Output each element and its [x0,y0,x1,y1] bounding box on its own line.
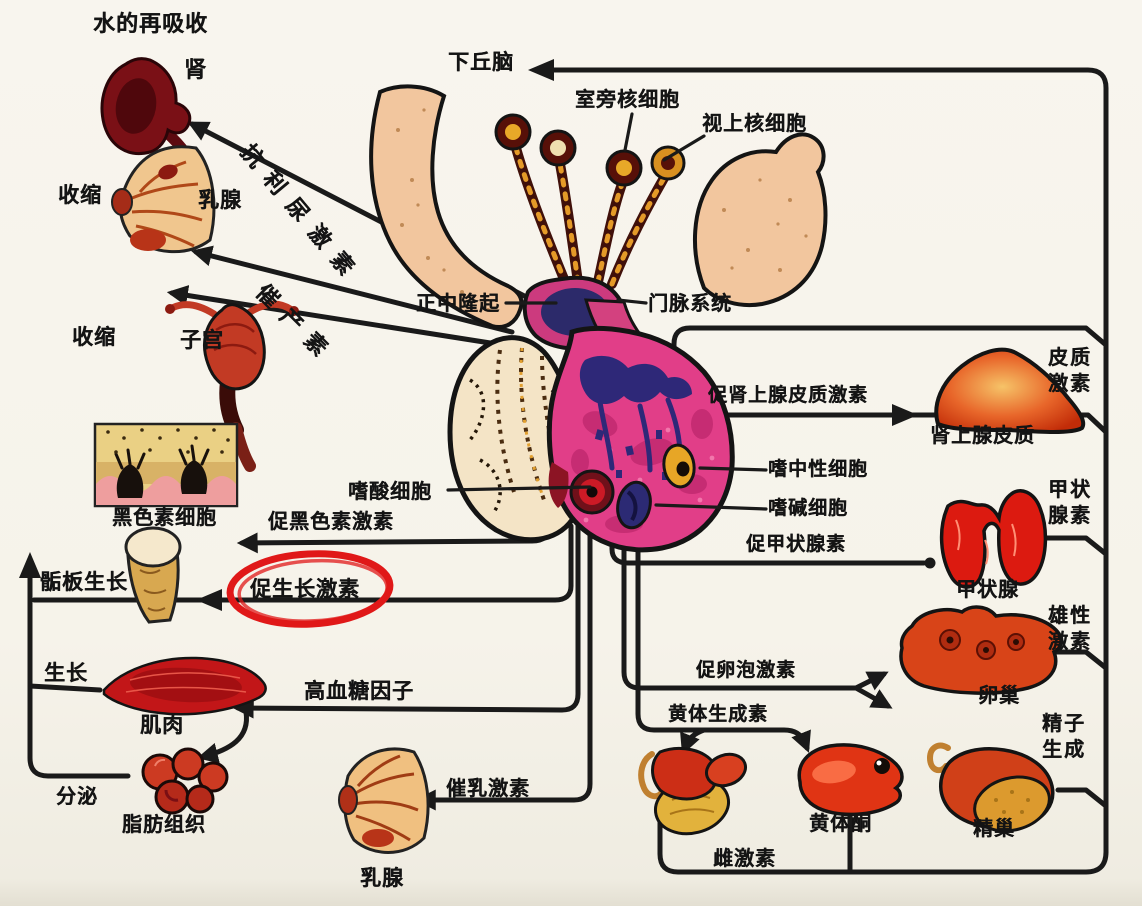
paraventricular-pointer [623,112,634,152]
corpus-luteum-progesterone-organ [797,743,904,817]
lh-branch-arrow [680,727,707,755]
label-hyperglycemic-factor: 高血糖因子 [304,679,414,703]
label-supraoptic: 视上核细胞 [702,111,807,135]
supraoptic-pointer [662,134,706,162]
ovary-corpus-luteum-organ [638,746,747,836]
label-ovary: 卵巢 [978,683,1020,707]
label-paraventricular: 室旁核细胞 [575,87,680,111]
testis-organ [926,742,1055,833]
fsh-arrow-down [853,685,893,709]
label-progesterone: 黄体酮 [809,811,872,835]
label-breast: 乳腺 [198,188,242,212]
neurosecretory-stalks [511,143,669,289]
label-adipose: 脂肪组织 [122,812,206,836]
label-uterus: 子宫 [180,328,224,352]
ovary-organ [899,605,1063,695]
neutrophil-cell [662,443,696,489]
label-adrenal-cortex: 肾上腺皮质 [930,423,1035,447]
label-hypothalamus: 下丘脑 [448,50,514,74]
bracket-up-arrowhead [19,552,41,578]
label-prolactin: 催乳激素 [446,776,530,800]
estrogen-line [657,791,1109,875]
left-bracket [27,563,131,779]
breast-organ-bottom [338,747,430,854]
bone-organ [124,526,182,624]
pathway-lines [27,67,1109,875]
label-thyroxine: 甲状腺素 [1048,477,1092,527]
label-melanocyte: 黑色素细胞 [112,505,217,529]
adrenal-organ [934,347,1086,434]
label-testis: 精巢 [973,816,1015,840]
label-epiphysis-growth: 骺板生长 [40,570,128,594]
lh-line [635,523,811,753]
muscle-organ [102,656,267,716]
label-muscle: 肌肉 [140,713,184,737]
label-tsh: 促甲状腺素 [746,533,847,555]
acth-arrowhead [892,404,918,426]
androgen-feedback-line [1047,649,1109,671]
gh-line [31,523,574,603]
label-portal-system: 门脉系统 [648,291,732,315]
label-sperm-production: 精子生成 [1042,711,1086,761]
breast-organ-left [111,145,216,254]
label-lh: 黄体生成素 [668,703,769,725]
label-secretion: 分泌 [56,784,98,808]
basophil-pointer [654,503,768,511]
tsh-junction-dot [924,557,936,569]
prolactin-line [414,523,593,811]
label-water-reabsorption: 水的再吸收 [93,12,209,37]
thyroxine-feedback-line [1037,535,1109,557]
label-contract-breast: 收缩 [58,183,102,207]
oxytocin-uterus-line [166,285,525,351]
highlight-circle [226,550,394,628]
kidney-organ [100,57,205,184]
tsh-line [609,523,927,566]
label-growth: 生长 [44,661,88,685]
acidophil-cell [569,469,615,515]
hypothalamus-left-lobe [369,84,524,329]
skin-melanocyte-organ [93,422,239,508]
neuron-cell-bodies [494,113,686,187]
acth-upper-line [671,325,1109,407]
feedback-main-line [539,67,1109,855]
hyperglycemic-line [232,523,581,719]
acidophil-pointer [446,485,592,492]
label-estrogen: 雌激素 [713,846,776,870]
label-breast-bottom: 乳腺 [360,866,404,890]
hypothalamus-lobes [369,84,828,329]
label-msh: 促黑色素激素 [268,509,394,533]
label-neutrophil: 嗜中性细胞 [768,458,869,480]
basophil-cell [616,480,652,530]
hypothalamus-right-lobe [693,132,828,307]
label-fsh: 促卵泡激素 [696,659,797,681]
fsh-arrow-up [853,671,889,691]
thyroid-organ [939,489,1048,589]
label-median-eminence: 正中隆起 [416,291,500,315]
label-thyroid: 甲状腺 [956,577,1019,601]
portal-system-pointer [616,298,648,305]
gh-arrowhead [196,589,222,611]
oxytocin-breast-line [190,245,515,335]
label-kidney: 肾 [184,58,208,83]
acth-lower-line [699,412,1109,435]
adipose-organ [141,747,229,815]
label-basophil: 嗜碱细胞 [768,497,849,519]
label-acidophil: 嗜酸细胞 [348,479,432,503]
label-contract-uterus: 收缩 [72,325,116,349]
neutrophil-pointer [698,466,768,472]
label-gh: 促生长激素 [250,577,360,601]
adipose-branch [196,709,249,764]
label-androgen: 雄性激素 [1048,603,1092,653]
pointer-lines [446,112,768,511]
sperm-feedback-line [1055,787,1109,809]
hypothalamus-arrowhead [528,59,554,81]
anterior-pituitary [546,325,735,553]
label-acth: 促肾上腺皮质激素 [708,384,869,406]
growth-line [27,683,103,693]
portal-vessels [579,355,692,405]
label-cortical-hormone: 皮质激素 [1048,345,1092,395]
